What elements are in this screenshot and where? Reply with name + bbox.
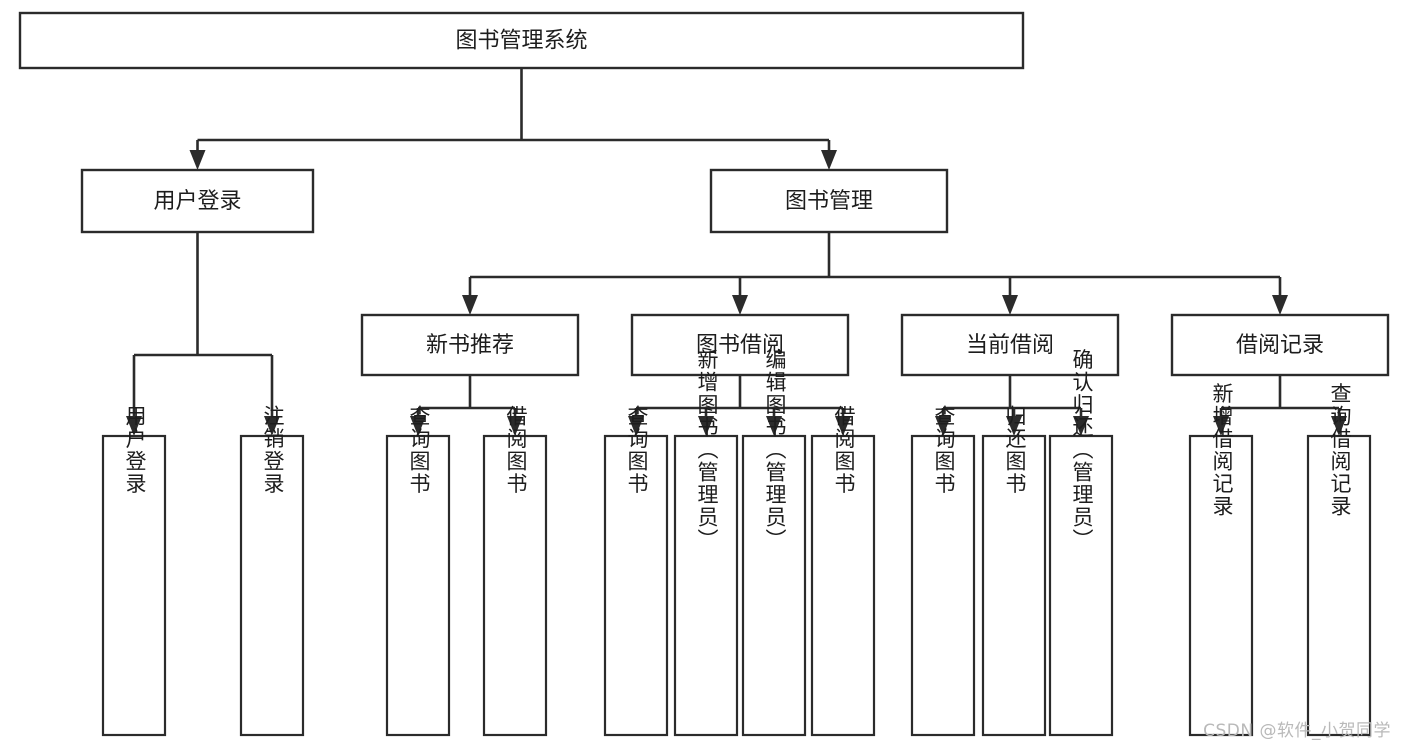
- node-box: [810, 434, 876, 737]
- arrow-head-icon: [821, 150, 837, 170]
- node-label: 图书管理系统: [455, 29, 587, 54]
- arrow-head-icon: [189, 150, 206, 170]
- arrow-head-icon: [732, 295, 748, 315]
- node-box: [1188, 434, 1254, 737]
- node-box: [239, 434, 305, 737]
- arrow-head-icon: [264, 416, 280, 436]
- node-l2_1[interactable]: 图书管理: [709, 168, 949, 234]
- arrow-head-icon: [698, 416, 714, 436]
- node-leaf_4[interactable]: 查询图书: [603, 405, 669, 737]
- node-l2_0[interactable]: 用户登录: [80, 168, 315, 234]
- node-box: [18, 11, 1025, 70]
- node-label: 借阅记录: [1236, 333, 1324, 358]
- node-l3_1[interactable]: 图书借阅: [630, 313, 850, 377]
- node-label: 图书管理: [785, 189, 873, 214]
- arrow-head-icon: [835, 416, 851, 436]
- arrow-head-icon: [1073, 416, 1089, 436]
- node-label: 当前借阅: [966, 333, 1054, 358]
- node-leaf_10[interactable]: 确认归还（管理员）: [1048, 349, 1114, 737]
- node-label: 新书推荐: [426, 333, 514, 358]
- node-label: 用户登录: [153, 189, 241, 214]
- node-root[interactable]: 图书管理系统: [18, 11, 1025, 70]
- watermark-text: CSDN @软件_小贺同学: [1203, 721, 1391, 741]
- arrow-head-icon: [1002, 295, 1018, 315]
- arrow-head-icon: [628, 416, 644, 436]
- node-label: 查询借阅记录: [1328, 383, 1352, 518]
- node-label: 借阅图书: [832, 405, 856, 495]
- node-box: [741, 434, 807, 737]
- nodes-layer: 图书管理系统用户登录图书管理新书推荐图书借阅当前借阅借阅记录用户登录注销登录查询…: [18, 11, 1390, 737]
- node-box: [673, 434, 739, 737]
- node-box: [101, 434, 167, 737]
- arrow-head-icon: [507, 416, 523, 436]
- arrow-head-icon: [410, 416, 426, 436]
- node-label: 新增图书（管理员）: [695, 349, 719, 552]
- node-leaf_1[interactable]: 注销登录: [239, 405, 305, 737]
- arrow-head-icon: [1331, 416, 1347, 436]
- arrow-head-icon: [766, 416, 782, 436]
- edges-layer: [126, 68, 1347, 436]
- node-label: 查询图书: [407, 405, 431, 495]
- node-box: [630, 313, 850, 377]
- node-label: 查询图书: [932, 405, 956, 495]
- arrow-head-icon: [935, 416, 951, 436]
- node-leaf_9[interactable]: 归还图书: [981, 405, 1047, 737]
- node-box: [482, 434, 548, 737]
- arrow-head-icon: [1272, 295, 1288, 315]
- node-box: [910, 434, 976, 737]
- node-leaf_12[interactable]: 查询借阅记录: [1306, 383, 1372, 737]
- node-box: [981, 434, 1047, 737]
- node-l3_0[interactable]: 新书推荐: [360, 313, 580, 377]
- node-l3_2[interactable]: 当前借阅: [900, 313, 1120, 377]
- node-label: 图书借阅: [696, 333, 784, 358]
- node-leaf_11[interactable]: 新增借阅记录: [1188, 383, 1254, 737]
- node-leaf_6[interactable]: 编辑图书（管理员）: [741, 349, 807, 737]
- node-box: [709, 168, 949, 234]
- node-label: 新增借阅记录: [1210, 383, 1234, 518]
- node-label: 查询图书: [625, 405, 649, 495]
- node-l3_3[interactable]: 借阅记录: [1170, 313, 1390, 377]
- node-box: [1306, 434, 1372, 737]
- node-box: [1170, 313, 1390, 377]
- node-label: 借阅图书: [504, 405, 528, 495]
- node-box: [900, 313, 1120, 377]
- node-box: [385, 434, 451, 737]
- arrow-head-icon: [1006, 416, 1022, 436]
- node-leaf_7[interactable]: 借阅图书: [810, 405, 876, 737]
- node-box: [603, 434, 669, 737]
- node-label: 确认归还（管理员）: [1070, 349, 1094, 552]
- node-label: 归还图书: [1003, 405, 1027, 495]
- node-leaf_0[interactable]: 用户登录: [101, 405, 167, 737]
- arrow-head-icon: [1213, 416, 1229, 436]
- node-leaf_5[interactable]: 新增图书（管理员）: [673, 349, 739, 737]
- node-box: [360, 313, 580, 377]
- node-box: [1048, 434, 1114, 737]
- node-label: 编辑图书（管理员）: [763, 349, 787, 552]
- arrow-head-icon: [126, 416, 142, 436]
- node-label: 用户登录: [123, 405, 147, 495]
- arrow-head-icon: [462, 295, 478, 315]
- node-leaf_8[interactable]: 查询图书: [910, 405, 976, 737]
- node-leaf_3[interactable]: 借阅图书: [482, 405, 548, 737]
- node-label: 注销登录: [261, 405, 285, 495]
- node-box: [80, 168, 315, 234]
- node-leaf_2[interactable]: 查询图书: [385, 405, 451, 737]
